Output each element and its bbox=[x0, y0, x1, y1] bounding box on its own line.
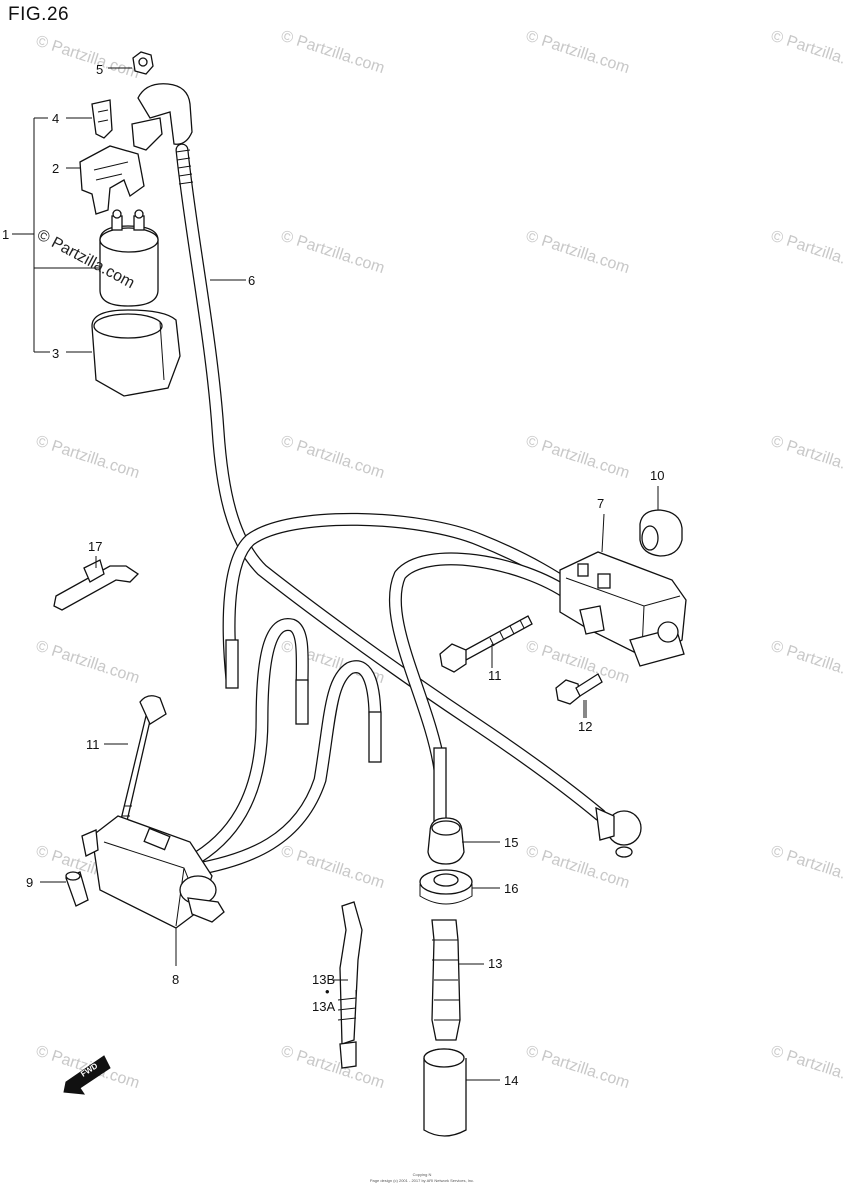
callout-2: 2 bbox=[52, 161, 59, 176]
callout-11-right: 11 bbox=[488, 668, 502, 683]
watermark: © Partzilla.com bbox=[279, 433, 387, 482]
coil-8-cables bbox=[183, 618, 382, 877]
callout-3: 3 bbox=[52, 346, 59, 361]
ignition-coil-part-7 bbox=[559, 551, 687, 667]
grommet-part-15 bbox=[427, 817, 500, 865]
callout-1: 1 bbox=[2, 227, 9, 242]
plug-end bbox=[225, 639, 239, 689]
starter-relay-assembly bbox=[12, 51, 193, 397]
watermark: © Partzilla.com bbox=[769, 228, 844, 277]
callout-14: 14 bbox=[504, 1073, 518, 1088]
watermark: © Partzilla.com bbox=[524, 28, 632, 77]
plug-end bbox=[368, 711, 382, 763]
watermark: © Partzilla.com bbox=[769, 843, 844, 892]
callout-16: 16 bbox=[504, 881, 518, 896]
watermark: © Partzilla.com bbox=[769, 28, 844, 77]
terminal-lug bbox=[131, 117, 163, 151]
cover-part-14 bbox=[423, 1048, 500, 1137]
watermark: © Partzilla.com bbox=[524, 843, 632, 892]
callout-5: 5 bbox=[96, 62, 103, 77]
callout-17: 17 bbox=[88, 539, 102, 554]
callout-4: 4 bbox=[52, 111, 59, 126]
fuse-part-4 bbox=[91, 99, 113, 139]
footer-line-2: Page design (c) 2001 - 2017 by ARI Netwo… bbox=[370, 1178, 474, 1183]
callout-11-left: 11 bbox=[86, 737, 100, 752]
callout-13: 13 bbox=[488, 956, 502, 971]
cable-end-cap bbox=[137, 83, 193, 145]
watermark: © Partzilla.com bbox=[34, 433, 142, 482]
footer-line-1: Copying N bbox=[413, 1172, 432, 1177]
plug-end bbox=[295, 679, 309, 725]
callout-6: 6 bbox=[248, 273, 255, 288]
watermark: © Partzilla.com bbox=[769, 433, 844, 482]
watermark: © Partzilla.com bbox=[769, 1043, 844, 1092]
ignition-coil-part-8 bbox=[91, 815, 225, 966]
callout-15: 15 bbox=[504, 835, 518, 850]
coil-cables bbox=[222, 512, 582, 839]
callout-9: 9 bbox=[26, 875, 33, 890]
figure-title: FIG.26 bbox=[8, 4, 70, 25]
watermark: © Partzilla.com bbox=[279, 228, 387, 277]
cap-part-9 bbox=[40, 829, 99, 907]
callout-7: 7 bbox=[597, 496, 604, 511]
callout-13A: 13A bbox=[312, 999, 335, 1014]
watermark: © Partzilla.com bbox=[279, 28, 387, 77]
cable-part-6 bbox=[175, 143, 642, 858]
watermark: © Partzilla.com bbox=[524, 1043, 632, 1092]
footer: Copying N Page design (c) 2001 - 2017 by… bbox=[370, 1172, 474, 1183]
callout-12: 12 bbox=[578, 719, 592, 734]
watermark: © Partzilla.com bbox=[524, 228, 632, 277]
callout-10: 10 bbox=[650, 468, 664, 483]
bolt-part-11 bbox=[439, 615, 533, 673]
plug-cap-part-13 bbox=[431, 919, 484, 1041]
holder-part-2 bbox=[79, 145, 145, 215]
bolt-part-12 bbox=[555, 673, 603, 718]
watermark: © Partzilla.com bbox=[279, 843, 387, 892]
watermark: © Partzilla.com bbox=[279, 1043, 387, 1092]
bolt-part-11-left bbox=[104, 695, 167, 835]
bracket-part-17 bbox=[53, 556, 140, 611]
watermark: © Partzilla.com bbox=[34, 33, 142, 82]
watermark: © Partzilla.com bbox=[524, 638, 632, 687]
callout-8: 8 bbox=[172, 972, 179, 987]
watermark: © Partzilla.com bbox=[34, 638, 142, 687]
watermark: © Partzilla.com bbox=[769, 638, 844, 687]
callouts: 1 2 3 4 5 6 7 8 9 10 11 11 12 13 13A 13B… bbox=[2, 62, 664, 1088]
callout-13-dot: • bbox=[325, 984, 330, 999]
cap-part-10 bbox=[639, 486, 683, 557]
leader-lines bbox=[95, 279, 605, 998]
plug-cap-part-13A-13B bbox=[332, 901, 363, 1069]
callout-13B: 13B bbox=[312, 972, 335, 987]
seal-part-16 bbox=[419, 869, 500, 905]
watermark: © Partzilla.com bbox=[524, 433, 632, 482]
